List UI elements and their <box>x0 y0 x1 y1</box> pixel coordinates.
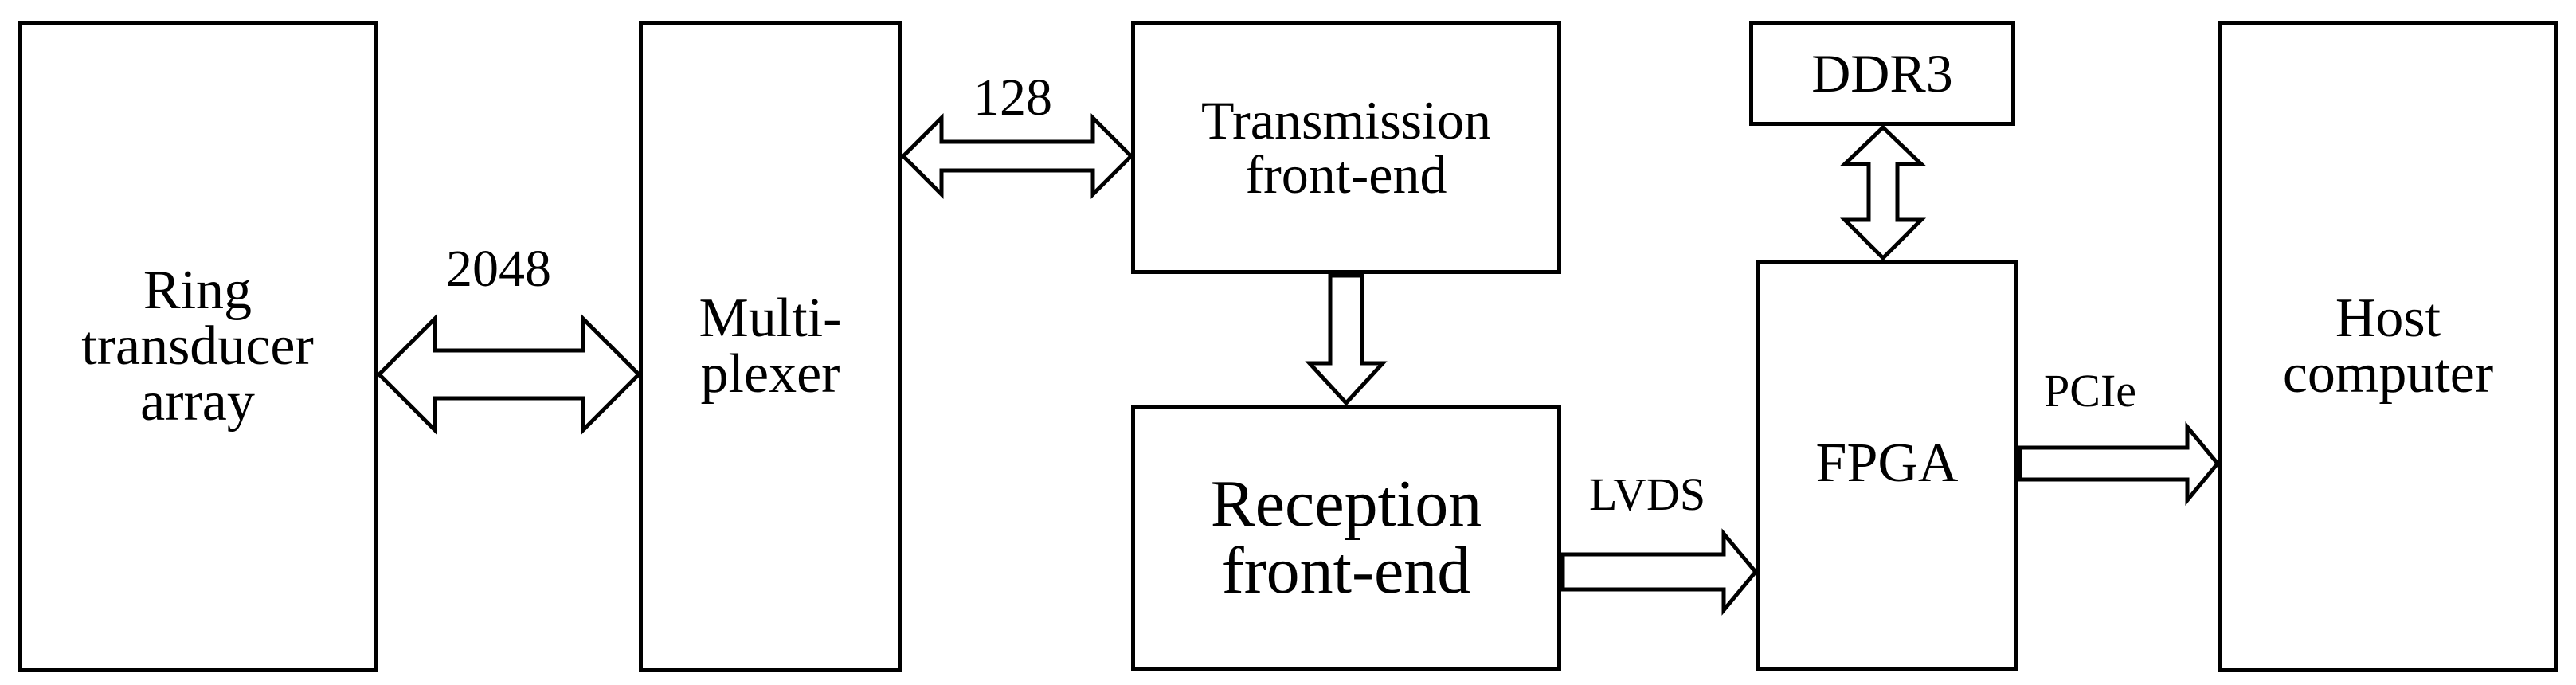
block-label-line: front-end <box>1245 144 1447 205</box>
block-label-line: Host <box>2335 288 2441 349</box>
fpga-block: FPGA <box>1756 260 2018 671</box>
block-label-line: front-end <box>1221 534 1471 608</box>
ddr3-block: DDR3 <box>1749 21 2015 126</box>
block-label-line: Ring <box>143 260 253 321</box>
arrow-transmission-to-reception <box>1305 273 1388 406</box>
block-label-line: plexer <box>700 343 840 405</box>
link-label-2048: 2048 <box>446 240 551 298</box>
bidirectional-arrow-2048 <box>376 313 642 436</box>
multiplexer-block: Multi- plexer <box>639 21 902 672</box>
block-label-line: Multi- <box>699 288 842 349</box>
reception-front-end-block: Reception front-end <box>1131 405 1561 671</box>
host-computer-block: Host computer <box>2218 21 2558 672</box>
link-label-128: 128 <box>973 68 1052 127</box>
block-label-line: Reception <box>1210 467 1482 541</box>
bidirectional-arrow-ddr3-fpga <box>1839 124 1927 261</box>
bidirectional-arrow-128 <box>900 112 1134 200</box>
block-label-line: computer <box>2282 343 2494 405</box>
block-label-line: transducer <box>81 315 314 377</box>
link-label-pcie: PCIe <box>2044 365 2136 417</box>
ring-transducer-array-block: Ring transducer array <box>18 21 378 672</box>
link-label-lvds: LVDS <box>1589 468 1706 520</box>
arrow-pcie <box>2018 421 2221 506</box>
transmission-front-end-block: Transmission front-end <box>1131 21 1561 274</box>
block-label-line: FPGA <box>1815 433 1959 494</box>
block-label-line: array <box>140 371 255 433</box>
arrow-lvds <box>1560 528 1759 616</box>
block-label-line: Transmission <box>1200 90 1492 151</box>
block-label-line: DDR3 <box>1811 43 1953 104</box>
